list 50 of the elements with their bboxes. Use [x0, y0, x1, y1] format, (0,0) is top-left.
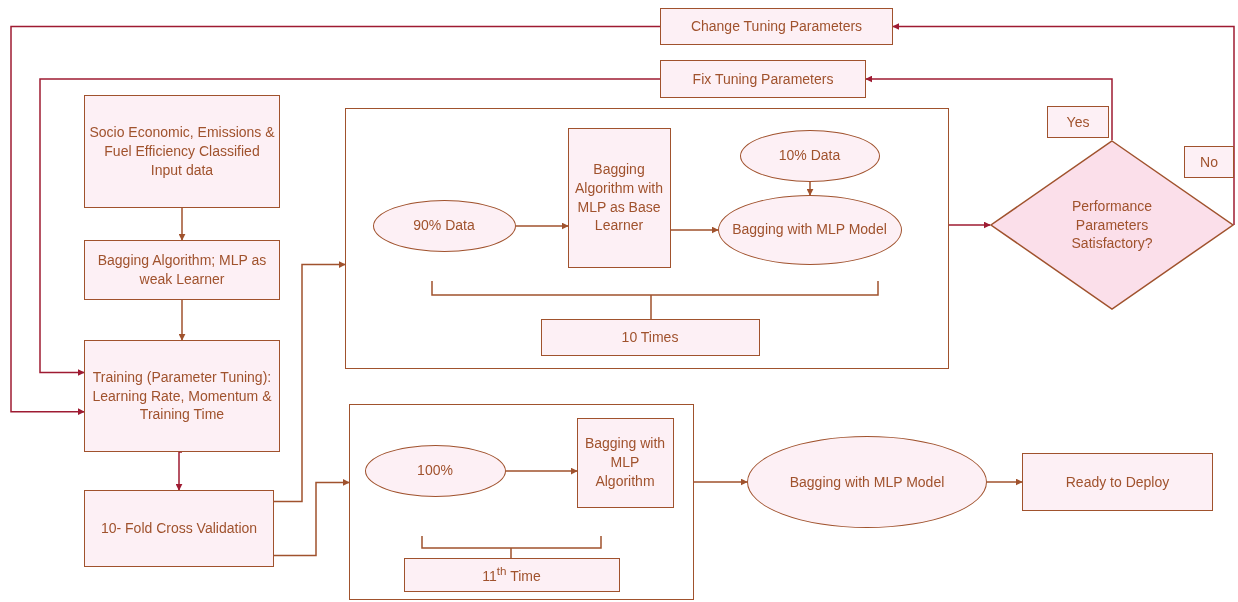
node-text: Bagging with MLP Algorithm	[583, 434, 667, 491]
note-box	[1184, 146, 1234, 178]
node-text: Change Tuning Parameters	[689, 17, 864, 36]
arrow	[273, 478, 350, 557]
process-box	[84, 95, 280, 208]
process-box	[567, 127, 671, 268]
arrow	[948, 221, 991, 229]
arrow	[10, 25, 661, 416]
node-text: Yes	[1065, 112, 1091, 132]
node-text: Training (Parameter Tuning): Learning Rate, Momentum & Training Time	[91, 367, 273, 425]
arrow	[39, 78, 661, 376]
process-box	[84, 490, 274, 567]
process-box	[1022, 453, 1213, 511]
arrow	[175, 451, 183, 491]
arrow	[986, 478, 1023, 486]
process-box	[576, 417, 674, 508]
arrow	[865, 75, 1113, 141]
node-text: Bagging Algorithm with MLP as Base Learner	[574, 159, 664, 236]
arrow	[892, 23, 1235, 226]
arrow	[806, 181, 814, 196]
process-box	[403, 557, 620, 592]
group-frame	[349, 404, 694, 600]
process-box	[84, 340, 280, 452]
arrow	[515, 222, 569, 230]
node-text: 100%	[416, 461, 454, 480]
process-box	[660, 8, 893, 45]
arrow	[178, 207, 186, 241]
arrow	[693, 478, 748, 486]
node-text: Bagging with MLP Model	[731, 220, 888, 239]
node-text: 10% Data	[777, 146, 842, 165]
node-text: 90% Data	[412, 216, 476, 235]
process-box	[540, 318, 760, 356]
process-box	[84, 240, 280, 300]
node-text: Bagging Algorithm; MLP as weak Learner	[96, 251, 268, 289]
node-text: Ready to Deploy	[1064, 472, 1171, 492]
node-text: Performance Parameters Satisfactory?	[1070, 196, 1154, 254]
node-text: Socio Economic, Emissions & Fuel Efficiency Classified Input data	[88, 123, 276, 180]
node-text: No	[1199, 152, 1219, 172]
node-text: 11$^{th}$ Time	[481, 563, 542, 586]
node-text: Fix Tuning Parameters	[691, 69, 835, 89]
arrow	[273, 261, 346, 503]
arrow	[178, 299, 186, 341]
node-text: Bagging with MLP Model	[788, 472, 946, 492]
group-frame	[345, 108, 949, 369]
node-text: 10 Times	[620, 327, 680, 347]
node-text: 10- Fold Cross Validation	[99, 519, 259, 538]
arrow	[670, 226, 719, 234]
arrow	[505, 467, 578, 475]
note-box	[1047, 106, 1109, 138]
process-box	[660, 60, 866, 98]
